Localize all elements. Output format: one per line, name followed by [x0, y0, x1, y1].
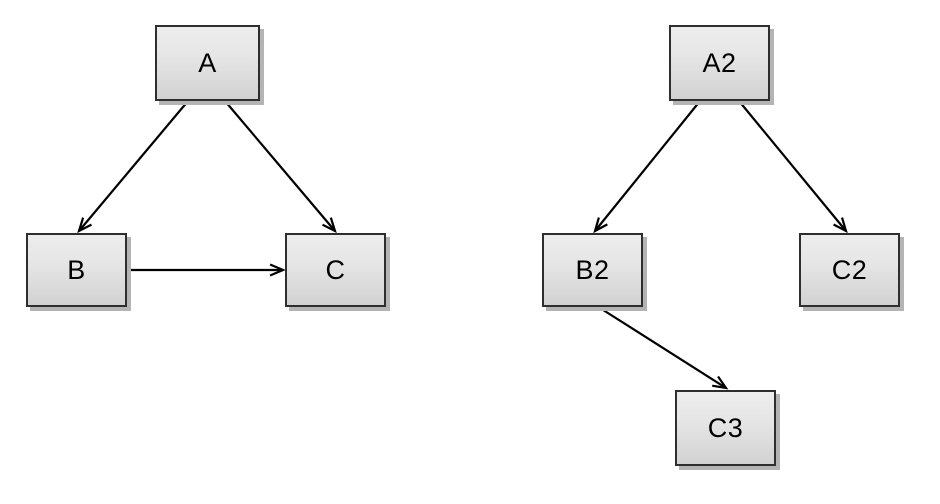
node-label: C2 — [831, 254, 868, 285]
edge-b2-to-c3 — [599, 307, 729, 390]
node-c3[interactable]: C3 — [675, 390, 776, 466]
node-label: A — [198, 47, 217, 78]
node-a[interactable]: A — [155, 25, 260, 101]
node-label: B — [67, 254, 86, 285]
node-a2[interactable]: A2 — [669, 25, 770, 101]
arrowhead-icon — [322, 217, 337, 234]
edge-a-to-c — [224, 100, 337, 234]
edge-b-to-c — [129, 263, 286, 277]
arrowhead-icon — [712, 375, 729, 390]
edge-line — [224, 100, 336, 232]
node-label: B2 — [575, 254, 610, 285]
edge-line — [599, 307, 727, 389]
edge-line — [594, 100, 701, 232]
edge-a2-to-b2 — [593, 100, 701, 234]
edge-line — [78, 100, 189, 232]
node-label: A2 — [702, 47, 737, 78]
node-label: C — [325, 254, 346, 285]
edge-a-to-b — [77, 100, 189, 234]
arrowhead-icon — [833, 217, 848, 234]
node-b[interactable]: B — [26, 233, 127, 307]
edge-line — [738, 100, 847, 232]
node-label: C3 — [707, 412, 744, 443]
arrowhead-icon — [77, 217, 92, 234]
arrowhead-icon — [593, 217, 608, 234]
edge-a2-to-c2 — [738, 100, 848, 234]
node-c[interactable]: C — [285, 233, 386, 307]
node-b2[interactable]: B2 — [542, 233, 643, 307]
node-c2[interactable]: C2 — [799, 233, 900, 307]
arrowhead-icon — [269, 263, 286, 277]
